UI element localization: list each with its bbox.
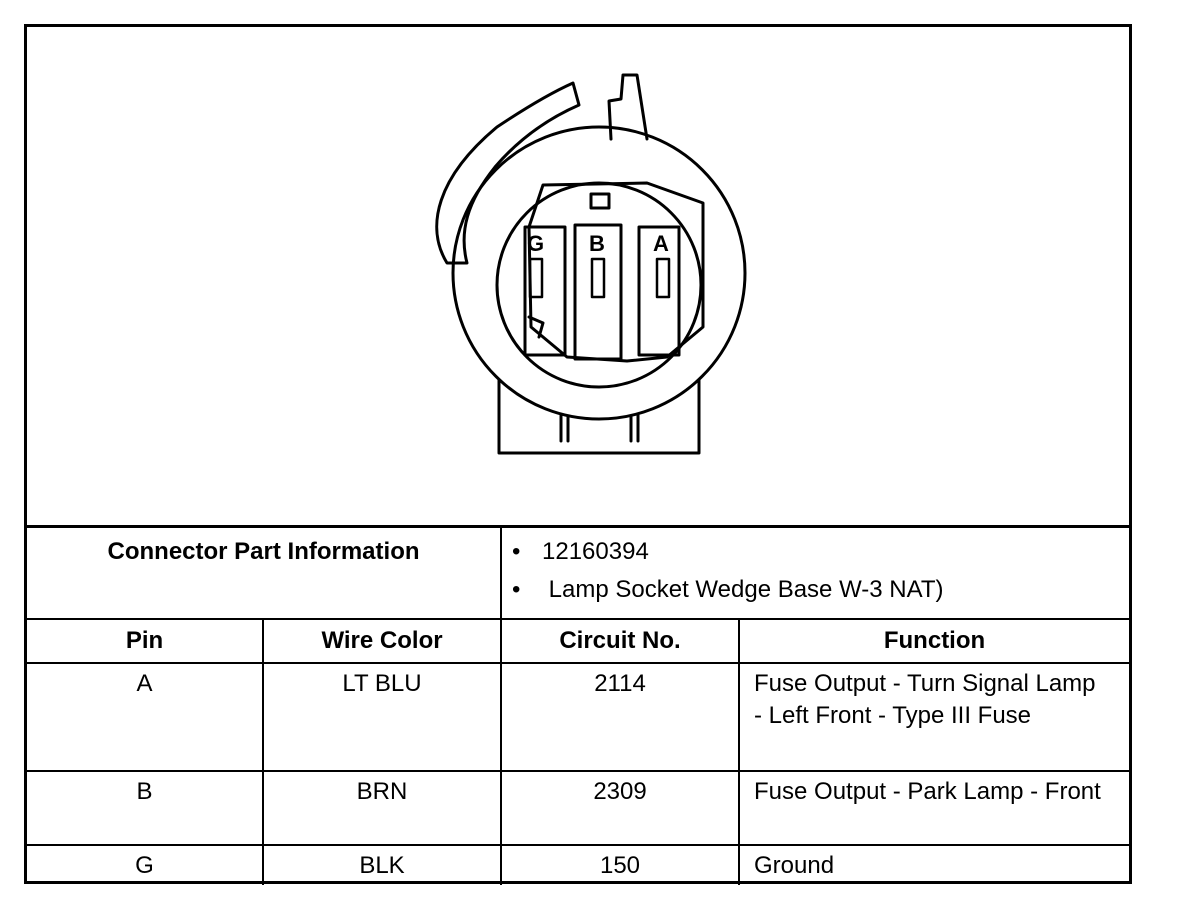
header-circuit: Circuit No. — [500, 617, 741, 664]
terminal-g — [528, 257, 544, 299]
pin-cell: B — [27, 769, 264, 846]
part-info-row: Connector Part Information •12160394 • L… — [27, 525, 1130, 620]
wire-color-cell: LT BLU — [261, 661, 503, 772]
wire-color-cell: BLK — [261, 843, 503, 885]
terminal-a — [655, 257, 671, 299]
circuit-cell: 2114 — [500, 661, 741, 772]
bullet: • — [512, 538, 521, 565]
connector-face-drawing: G B A — [435, 73, 747, 455]
header-function: Function — [738, 617, 1130, 664]
cavity-label-g: G — [527, 231, 544, 256]
table-row: A LT BLU 2114 Fuse Output - Turn Signal … — [27, 661, 1130, 772]
keyway-notch — [589, 192, 611, 210]
part-info-list: •12160394 • Lamp Socket Wedge Base W-3 N… — [500, 525, 1130, 620]
cavity-label-b: B — [589, 231, 605, 256]
function-cell: Fuse Output - Park Lamp - Front — [738, 769, 1130, 846]
wire-housing — [497, 365, 701, 455]
cavity-a — [637, 225, 681, 357]
table-row: B BRN 2309 Fuse Output - Park Lamp - Fro… — [27, 769, 1130, 846]
cavity-b — [573, 223, 623, 361]
cavity-label-a: A — [653, 231, 669, 256]
part-info-item: •12160394 — [512, 538, 649, 565]
header-pin: Pin — [27, 617, 264, 664]
part-info-label: Connector Part Information — [27, 525, 503, 620]
terminal-b — [590, 257, 606, 299]
cavity-g — [523, 225, 567, 357]
function-cell: Ground — [738, 843, 1130, 885]
retaining-clip — [435, 81, 581, 265]
bullet: • — [512, 576, 521, 603]
pin-cell: G — [27, 843, 264, 885]
wire-color-cell: BRN — [261, 769, 503, 846]
pin-cell: A — [27, 661, 264, 772]
function-cell: Fuse Output - Turn Signal Lamp - Left Fr… — [738, 661, 1130, 772]
part-info-item: • Lamp Socket Wedge Base W-3 NAT) — [512, 576, 944, 603]
connector-table: Connector Part Information •12160394 • L… — [27, 525, 1130, 885]
circuit-cell: 150 — [500, 843, 741, 885]
header-wire-color: Wire Color — [261, 617, 503, 664]
locking-tab — [607, 73, 649, 141]
header-row: Pin Wire Color Circuit No. Function — [27, 617, 1130, 664]
locating-notch — [527, 315, 545, 339]
circuit-cell: 2309 — [500, 769, 741, 846]
table-row: G BLK 150 Ground — [27, 843, 1130, 885]
connector-diagram-page: G B A Connector Part Information •121603… — [24, 24, 1132, 885]
